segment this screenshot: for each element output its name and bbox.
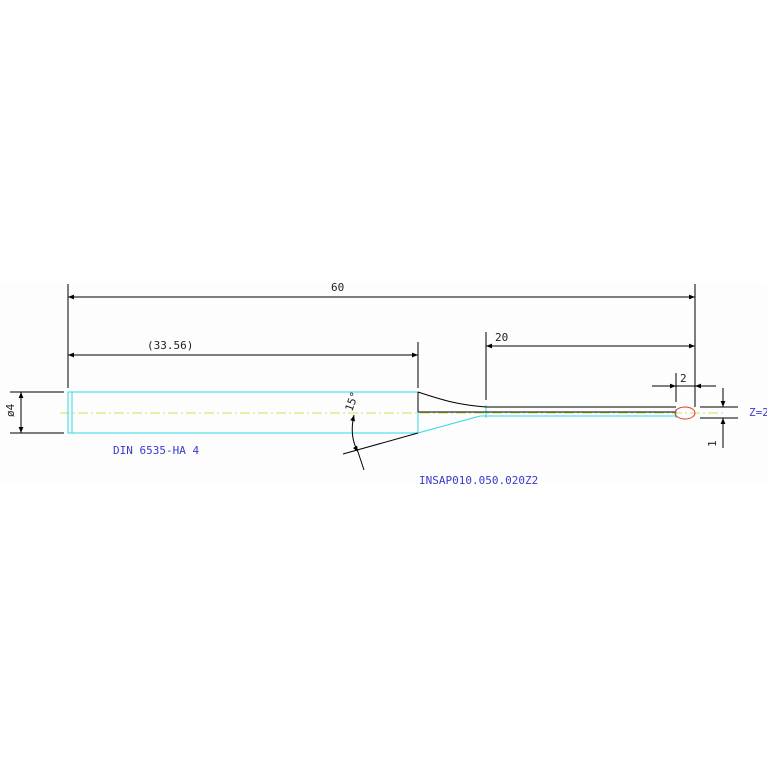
taper-angle-dim bbox=[342, 414, 419, 471]
shank-standard-note: DIN 6535-HA 4 bbox=[113, 444, 199, 457]
extension-lines bbox=[10, 284, 738, 434]
flutes-note: Z=2 bbox=[749, 406, 767, 419]
tip-offset-label: 1 bbox=[706, 440, 719, 447]
tip-marker bbox=[674, 406, 696, 420]
neck-length-label: 20 bbox=[495, 331, 508, 344]
part-number-note: INSAP010.050.020Z2 bbox=[419, 474, 538, 487]
tip-length-label: 2 bbox=[680, 372, 687, 385]
profile-lines bbox=[417, 391, 676, 413]
taper-angle-label: 15° bbox=[343, 390, 362, 413]
neck-outline bbox=[417, 405, 677, 434]
shank-length-label: (33.56) bbox=[147, 339, 193, 352]
diameter-label: ø4 bbox=[4, 403, 17, 417]
overall-length-label: 60 bbox=[331, 281, 344, 294]
drawing-background bbox=[0, 282, 767, 482]
